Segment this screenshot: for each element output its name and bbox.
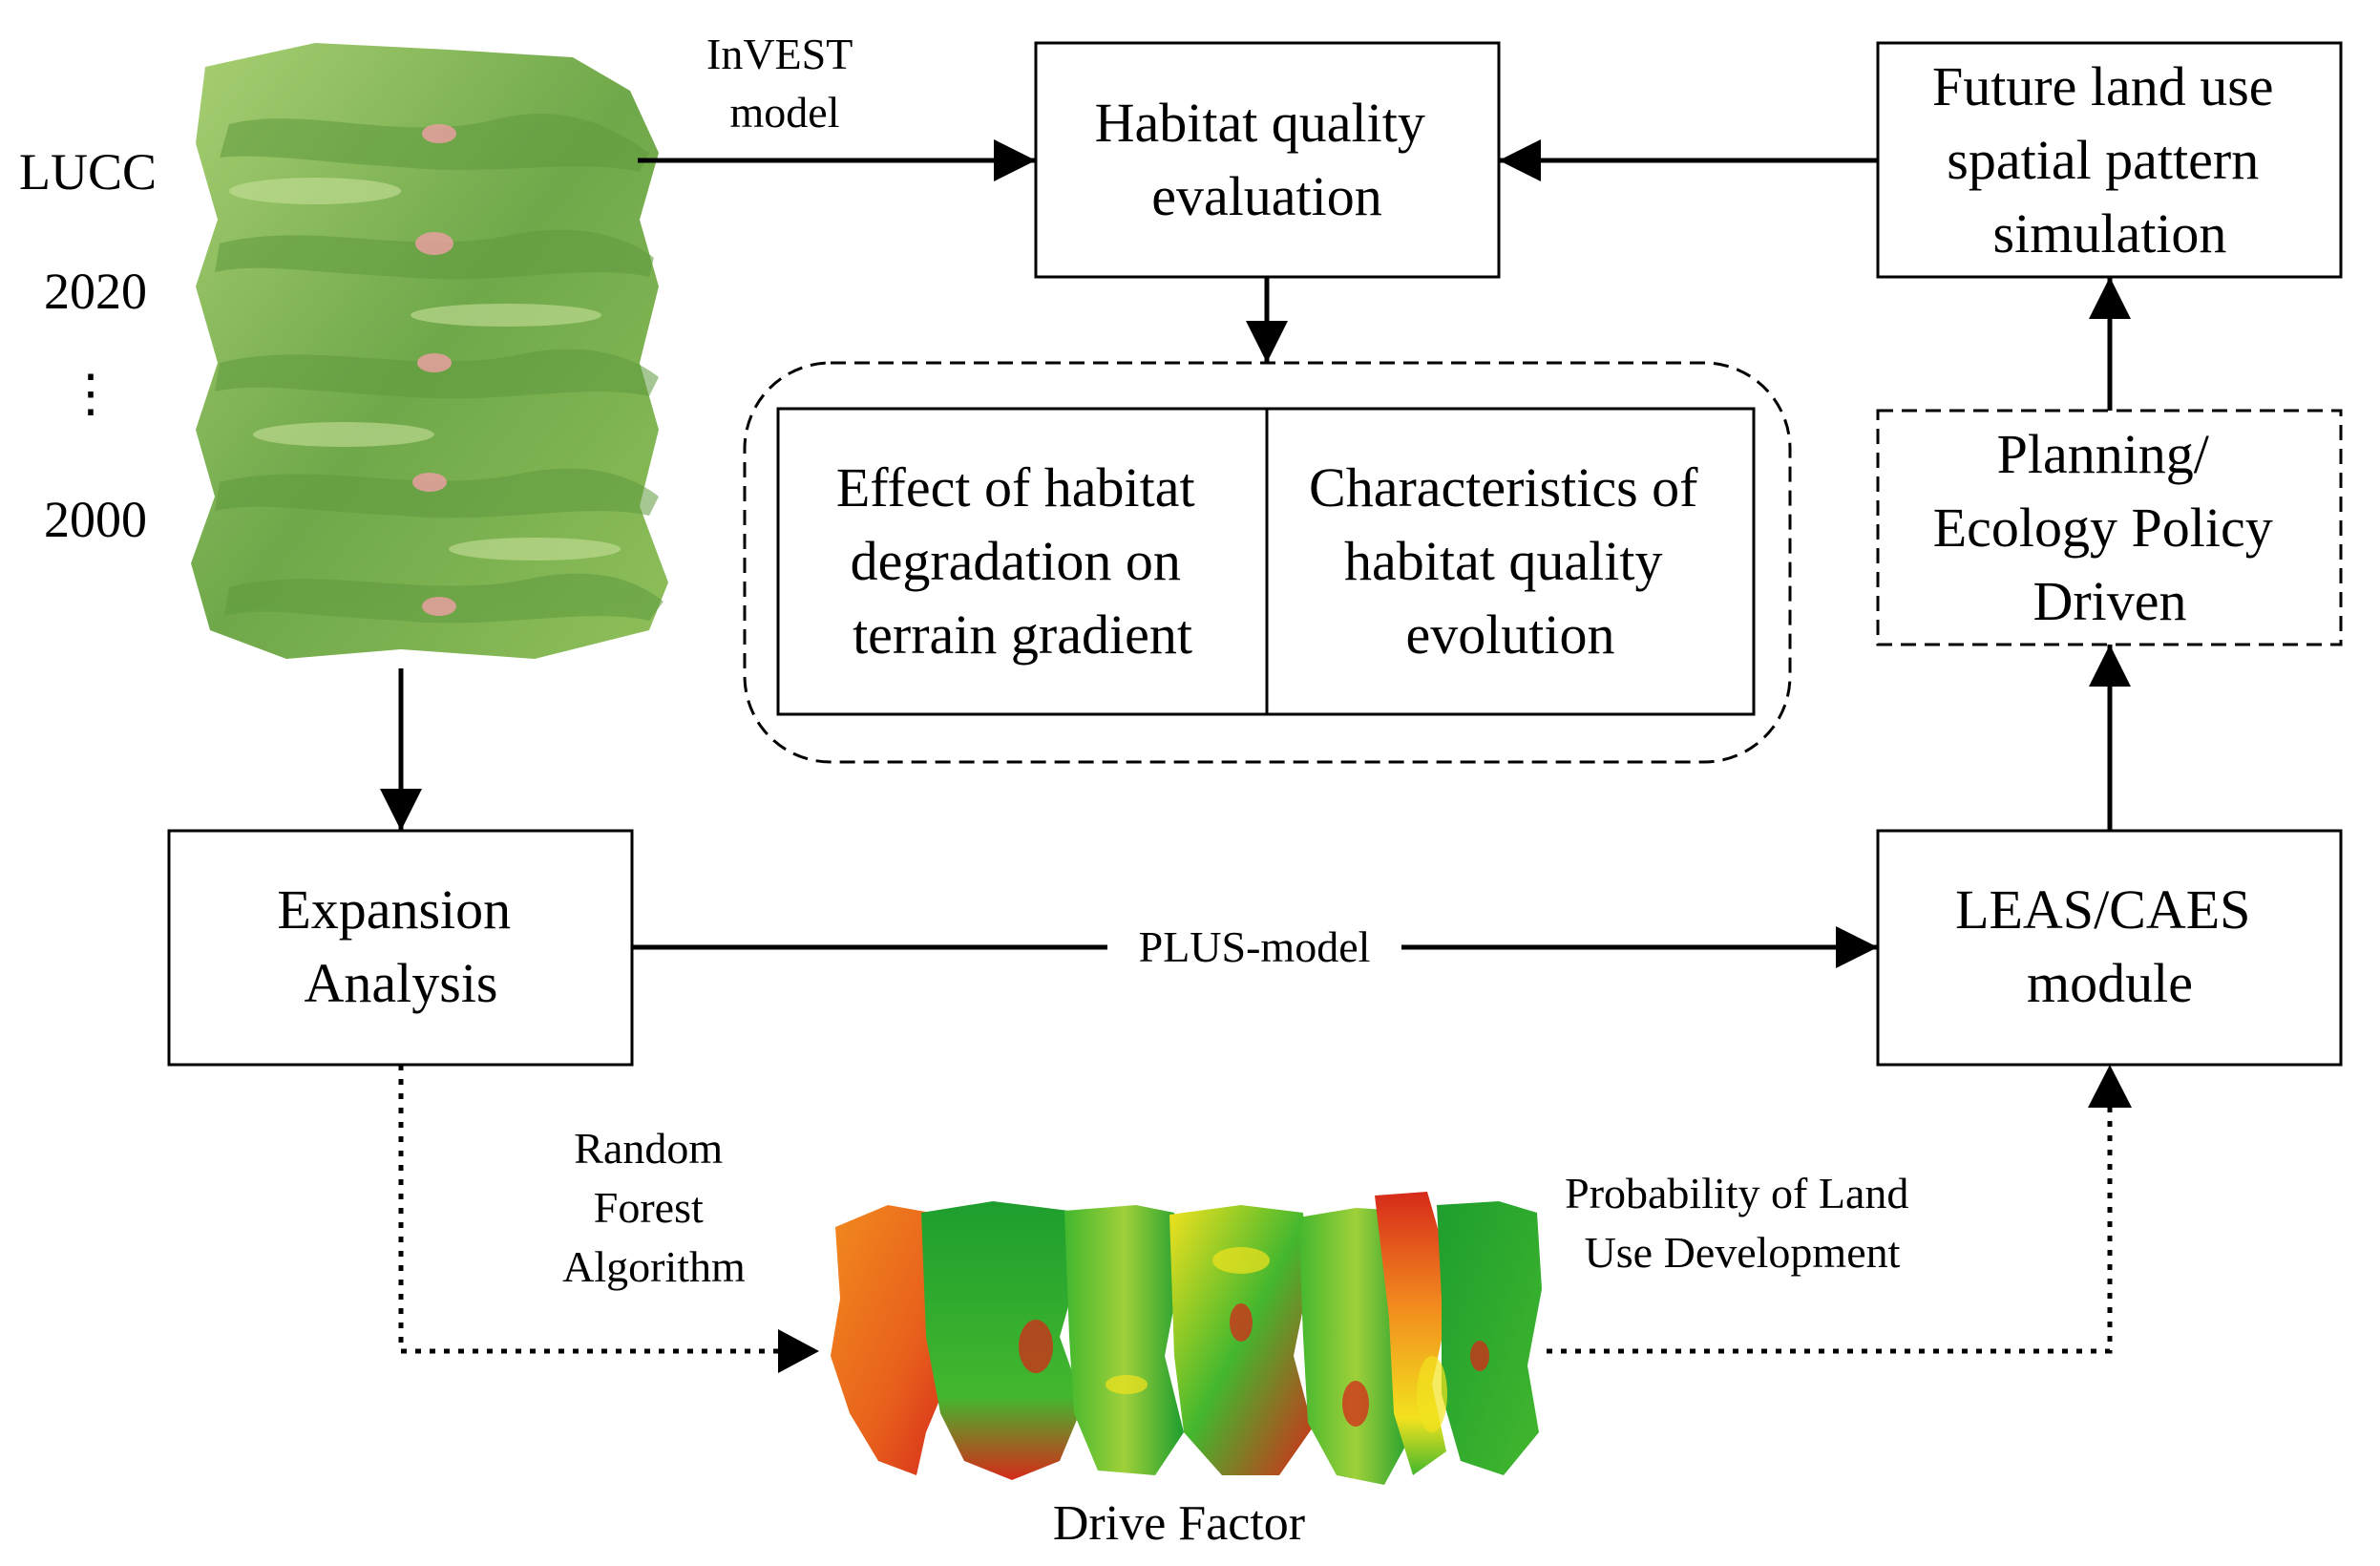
year-2020-label: 2020 — [44, 263, 147, 320]
random-forest-arrowhead — [778, 1329, 819, 1373]
year-2000-label: 2000 — [44, 491, 147, 548]
characteristics-evolution-box — [1265, 407, 1756, 716]
probability-label: Probability of Land Use Development — [1565, 1169, 1920, 1277]
ellipsis-label: ⋮ — [65, 365, 116, 422]
plus-model-label: PLUS-model — [1139, 922, 1371, 971]
expansion-analysis-box — [167, 829, 634, 1067]
planning-policy-label: Planning/ Ecology Policy Driven — [1933, 423, 2287, 632]
probability-arrowhead — [2088, 1065, 2132, 1108]
drive-factor-caption: Drive Factor — [1053, 1496, 1305, 1551]
characteristics-evolution-label: Characteristics of habitat quality evolu… — [1309, 456, 1712, 666]
leas-caes-label: LEAS/CAES module — [1955, 878, 2264, 1014]
future-land-use-label: Future land use spatial pattern simulati… — [1932, 55, 2287, 265]
habitat-quality-label: Habitat quality evaluation — [1095, 92, 1440, 227]
effect-degradation-label: Effect of habitat degradation on terrain… — [836, 456, 1209, 666]
drive-factor-maps — [831, 1192, 1542, 1485]
effect-degradation-box — [776, 407, 1269, 716]
habitat-quality-box — [1034, 41, 1501, 279]
expansion-analysis-label: Expansion Analysis — [277, 878, 524, 1014]
leas-caes-box — [1876, 829, 2343, 1067]
invest-model-label: InVEST model — [706, 30, 863, 137]
random-forest-label: Random Forest Algorithm — [562, 1124, 746, 1291]
planning-policy-box — [1876, 409, 2343, 646]
lucc-map-stack — [191, 43, 668, 659]
random-forest-connector — [398, 1065, 783, 1354]
probability-connector — [1547, 1108, 2113, 1354]
lucc-label: LUCC — [19, 143, 157, 201]
